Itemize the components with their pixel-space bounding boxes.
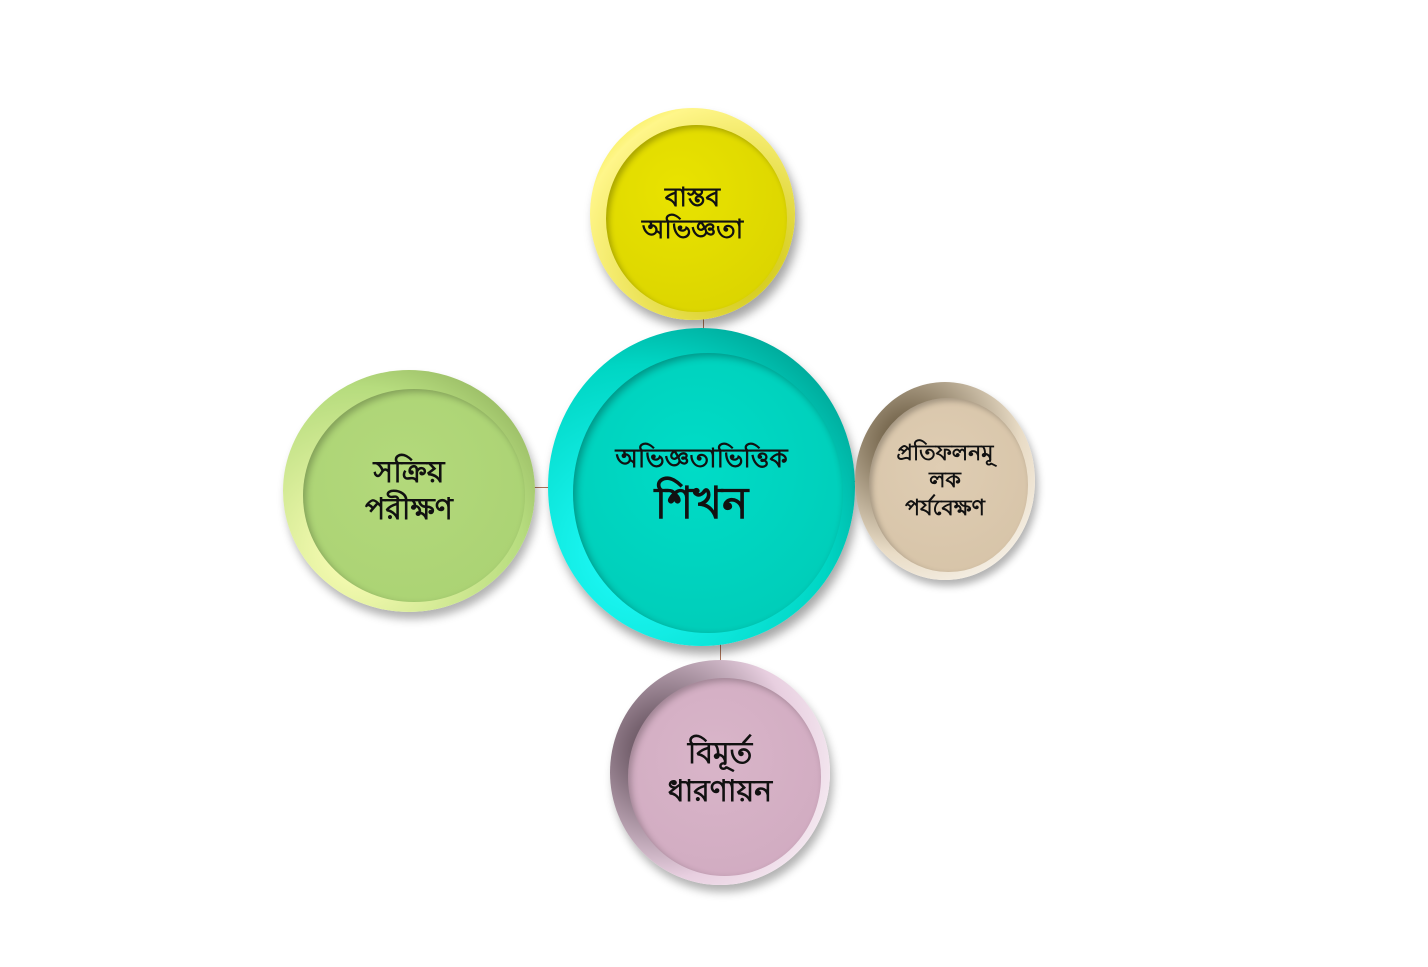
node-label-line: পর্যবেক্ষণ (905, 495, 985, 521)
node-abstract-conceptualization: বিমূর্ত ধারণায়ন (610, 660, 830, 885)
node-label-line: অভিজ্ঞতা (641, 215, 744, 245)
node-face (627, 678, 822, 876)
node-label-line: শিখন (654, 477, 749, 529)
node-label-line: বিমূর্ত (687, 736, 753, 771)
node-face (303, 389, 525, 603)
node-label-line: লক (929, 468, 961, 494)
node-label-line: পরীক্ষণ (365, 492, 453, 527)
node-label-line: বাস্তব (664, 182, 721, 213)
node-label-line: ধারণায়ন (667, 773, 773, 809)
node-experiential-learning: অভিজ্ঞতাভিত্তিক শিখন (548, 328, 855, 646)
node-label-line: প্রতিফলনমূ (896, 440, 994, 466)
node-label-line: সক্রিয় (373, 454, 445, 490)
node-face (869, 397, 1028, 573)
node-concrete-experience: বাস্তব অভিজ্ঞতা (590, 108, 795, 320)
node-face (606, 124, 787, 312)
node-active-experimentation: সক্রিয় পরীক্ষণ (283, 370, 535, 612)
node-reflective-observation: প্রতিফলনমূ লক পর্যবেক্ষণ (855, 382, 1035, 580)
node-face (572, 353, 843, 634)
node-label-line: অভিজ্ঞতাভিত্তিক (615, 444, 788, 475)
connector-top (703, 318, 704, 330)
connector-bottom (720, 644, 721, 662)
connector-left (533, 487, 550, 488)
